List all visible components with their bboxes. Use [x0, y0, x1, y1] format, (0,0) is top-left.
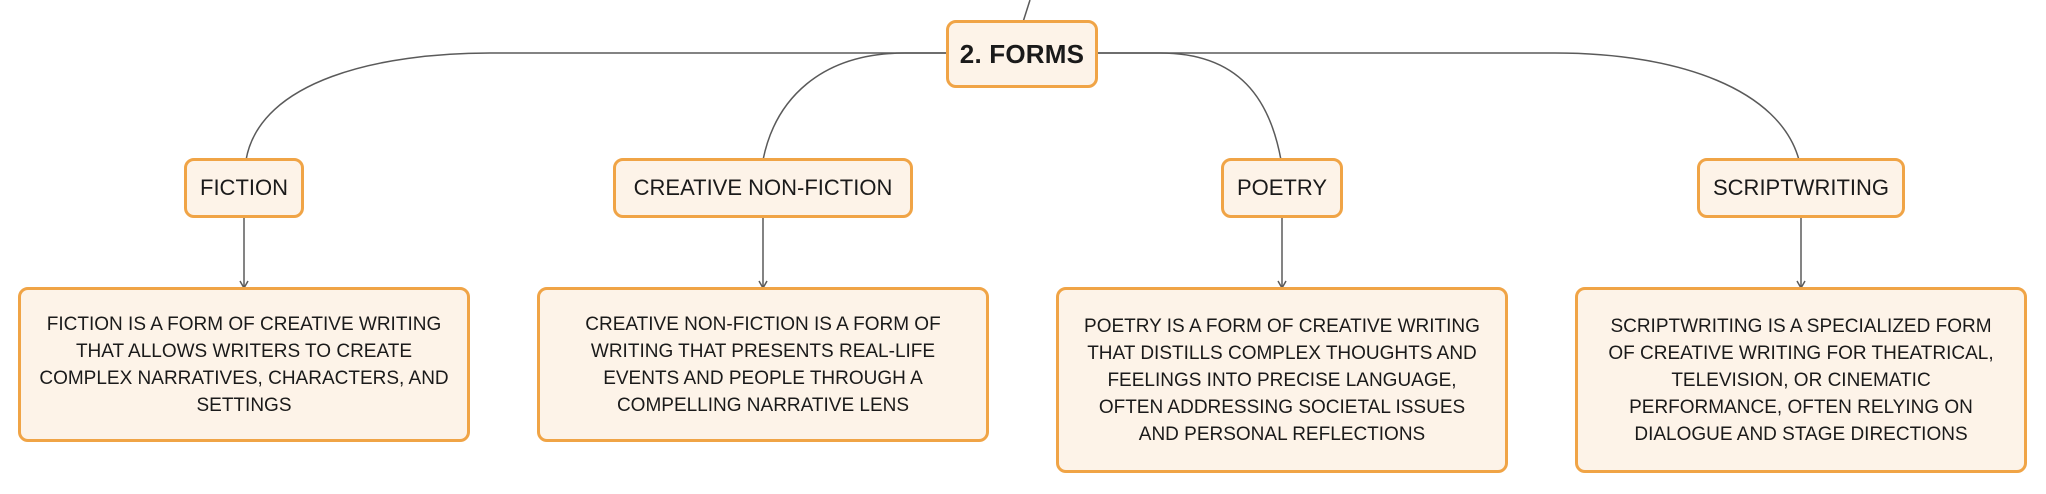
description-text-creative-non-fiction: CREATIVE NON-FICTION IS A FORM OF WRITIN…	[585, 313, 941, 416]
root-node[interactable]: 2. FORMS	[946, 20, 1098, 88]
category-node-creative-non-fiction[interactable]: CREATIVE NON-FICTION	[613, 158, 913, 218]
category-node-fiction[interactable]: FICTION	[184, 158, 304, 218]
description-node-fiction[interactable]: FICTION IS A FORM OF CREATIVE WRITING TH…	[18, 287, 470, 442]
description-text-fiction: FICTION IS A FORM OF CREATIVE WRITING TH…	[39, 313, 449, 416]
category-label-fiction: FICTION	[200, 175, 288, 200]
category-label-scriptwriting: SCRIPTWRITING	[1713, 175, 1889, 200]
description-text-poetry: POETRY IS A FORM OF CREATIVE WRITING THA…	[1084, 315, 1480, 445]
description-node-scriptwriting[interactable]: SCRIPTWRITING IS A SPECIALIZED FORM OF C…	[1575, 287, 2027, 473]
connector-root-incoming	[1022, 0, 1031, 23]
connector-root-to-poetry	[1098, 52, 1282, 161]
connector-root-to-scriptwriting	[1098, 52, 1800, 161]
connector-root-to-fiction	[245, 52, 948, 161]
category-label-creative-non-fiction: CREATIVE NON-FICTION	[633, 175, 893, 200]
description-node-creative-non-fiction[interactable]: CREATIVE NON-FICTION IS A FORM OF WRITIN…	[537, 287, 989, 442]
connector-root-to-creative-non-fiction	[762, 52, 948, 161]
root-label: 2. FORMS	[959, 38, 1085, 69]
category-label-poetry: POETRY	[1236, 175, 1328, 200]
category-node-poetry[interactable]: POETRY	[1221, 158, 1343, 218]
description-text-scriptwriting: SCRIPTWRITING IS A SPECIALIZED FORM OF C…	[1608, 315, 1994, 445]
description-node-poetry[interactable]: POETRY IS A FORM OF CREATIVE WRITING THA…	[1056, 287, 1508, 473]
category-node-scriptwriting[interactable]: SCRIPTWRITING	[1697, 158, 1905, 218]
